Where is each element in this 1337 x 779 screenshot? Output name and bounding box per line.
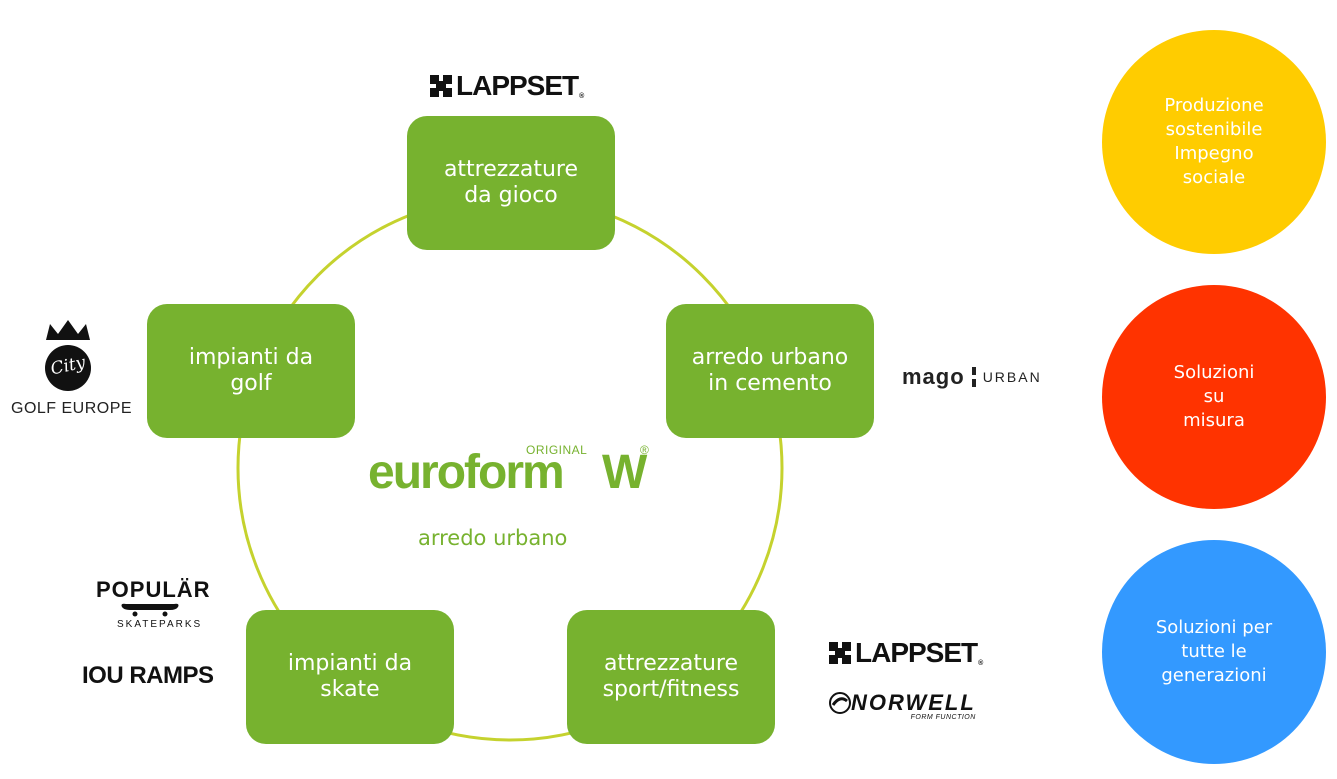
value-circle-generazioni: Soluzioni per tutte le generazioni (1102, 540, 1326, 764)
node-impianti-skate: impianti da skate (246, 610, 454, 744)
brand-subtitle: arredo urbano (418, 526, 568, 550)
node-label: impianti da skate (287, 651, 413, 702)
norwell-mark-icon (829, 692, 851, 714)
node-arredo-cemento: arredo urbano in cemento (666, 304, 874, 438)
norwell-text: NORWELL (851, 690, 976, 715)
node-label: arredo urbano in cemento (691, 345, 849, 396)
lappset-reg: ® (978, 660, 983, 667)
value-label: Soluzioni su misura (1173, 362, 1255, 431)
norwell-subtext: FORM FUNCTION (910, 714, 976, 721)
skateparks-text: SKATEPARKS (117, 619, 203, 630)
value-circle-sostenibile: Produzione sostenibile Impegno sociale (1102, 30, 1326, 254)
node-attrezzature-gioco: attrezzature da gioco (407, 116, 615, 250)
lappset-logo-bottom: LAPPSET ® (829, 637, 983, 669)
crown-icon (45, 320, 91, 391)
lappset-text: LAPPSET (456, 70, 579, 101)
urban-text: URBAN (982, 369, 1042, 385)
value-label: Soluzioni per tutte le generazioni (1155, 617, 1273, 686)
node-label: impianti da golf (188, 345, 314, 396)
node-label: attrezzature da gioco (443, 157, 579, 208)
city-golf-emblem: City (40, 320, 96, 392)
lappset-text: LAPPSET (855, 637, 978, 668)
value-circle-misura: Soluzioni su misura (1102, 285, 1326, 509)
popular-text: POPULÄR (96, 577, 211, 602)
lappset-mark-icon (430, 75, 452, 97)
iou-ramps-logo: IOU RAMPS (82, 662, 214, 689)
skateboard-icon (121, 603, 179, 617)
brand-euroform-wordmark: euroform (368, 446, 565, 499)
brand-w-mark: W (602, 446, 647, 499)
node-label: attrezzature sport/fitness (602, 651, 740, 702)
value-label: Produzione sostenibile Impegno sociale (1164, 95, 1264, 188)
golf-europe-text: GOLF EUROPE (11, 400, 133, 417)
norwell-logo: NORWELL FORM FUNCTION (829, 690, 976, 721)
lappset-mark-icon (829, 642, 851, 664)
lappset-reg: ® (579, 93, 584, 100)
mago-text: mago (902, 364, 965, 389)
lappset-logo-top: LAPPSET ® (430, 70, 584, 102)
brand-registered-mark: ® (640, 443, 649, 457)
brand-original-label: ORIGINAL (526, 443, 588, 457)
mago-urban-logo: mago URBAN (902, 364, 1042, 390)
mago-separator-icon (971, 367, 976, 387)
node-attrezzature-sport: attrezzature sport/fitness (567, 610, 775, 744)
node-impianti-golf: impianti da golf (147, 304, 355, 438)
